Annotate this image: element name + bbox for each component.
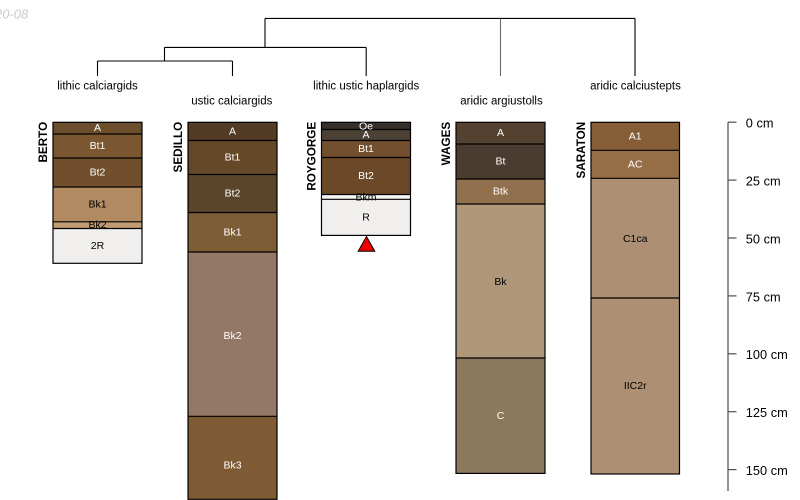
svg-text:150 cm: 150 cm xyxy=(746,463,788,478)
svg-text:A1: A1 xyxy=(629,130,642,142)
svg-text:ustic calciargids: ustic calciargids xyxy=(191,95,272,107)
svg-text:A: A xyxy=(497,127,504,139)
svg-text:Bk1: Bk1 xyxy=(88,198,106,210)
svg-text:Bt2: Bt2 xyxy=(90,167,106,179)
svg-text:Bkm: Bkm xyxy=(356,192,377,204)
svg-text:75 cm: 75 cm xyxy=(746,289,781,304)
svg-text:C1ca: C1ca xyxy=(623,233,648,245)
svg-text:0 cm: 0 cm xyxy=(746,116,774,131)
svg-text:A: A xyxy=(362,129,369,141)
svg-text:Bt2: Bt2 xyxy=(358,170,374,182)
svg-text:Bt1: Bt1 xyxy=(358,143,374,155)
svg-text:125 cm: 125 cm xyxy=(746,405,788,420)
svg-text:Oe: Oe xyxy=(359,121,373,133)
svg-text:AC: AC xyxy=(628,158,643,170)
svg-text:Bt1: Bt1 xyxy=(225,152,241,164)
svg-text:Bt2: Bt2 xyxy=(225,188,241,200)
svg-text:Bk2: Bk2 xyxy=(88,219,106,231)
svg-text:100 cm: 100 cm xyxy=(746,347,788,362)
svg-text:SARATON: SARATON xyxy=(575,122,588,179)
svg-text:50 cm: 50 cm xyxy=(746,231,781,246)
svg-text:SEDILLO: SEDILLO xyxy=(172,122,185,173)
svg-text:Bk: Bk xyxy=(494,276,507,288)
svg-text:A: A xyxy=(94,122,101,134)
svg-text:ROYGORGE: ROYGORGE xyxy=(306,122,319,191)
svg-text:Bk3: Bk3 xyxy=(223,460,241,472)
svg-text:aridic calciustepts: aridic calciustepts xyxy=(590,80,681,92)
svg-text:BERTO: BERTO xyxy=(37,122,50,163)
svg-text:IIC2r: IIC2r xyxy=(624,380,647,392)
svg-text:A: A xyxy=(229,125,236,137)
svg-text:C: C xyxy=(497,410,505,422)
svg-text:Btk: Btk xyxy=(493,186,509,198)
svg-text:WAGES: WAGES xyxy=(440,122,453,166)
svg-text:25 cm: 25 cm xyxy=(746,174,781,189)
svg-text:Bk1: Bk1 xyxy=(223,226,241,238)
svg-text:2R: 2R xyxy=(91,240,105,252)
svg-text:lithic ustic haplargids: lithic ustic haplargids xyxy=(313,80,419,92)
svg-text:2020-08: 2020-08 xyxy=(0,7,29,22)
svg-text:Bk2: Bk2 xyxy=(223,330,241,342)
svg-text:lithic calciargids: lithic calciargids xyxy=(57,80,138,92)
svg-text:aridic argiustolls: aridic argiustolls xyxy=(460,95,543,107)
svg-text:Bt: Bt xyxy=(496,156,506,168)
svg-text:Bt1: Bt1 xyxy=(90,140,106,152)
svg-text:R: R xyxy=(362,211,370,223)
